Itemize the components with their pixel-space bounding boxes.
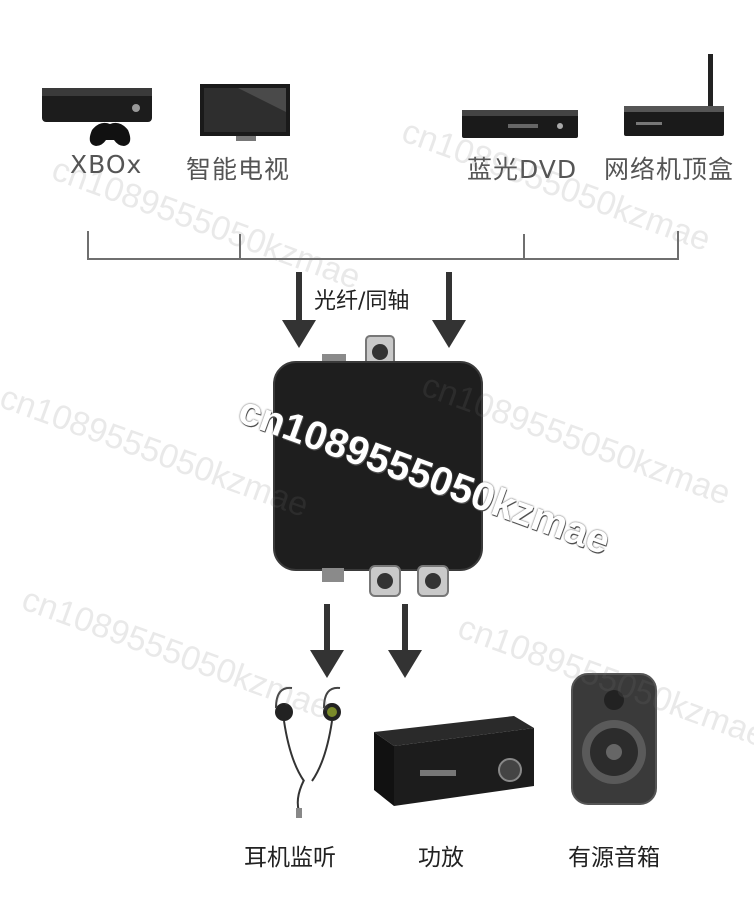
active-speaker-icon <box>571 673 657 805</box>
amplifier-icon <box>374 716 534 806</box>
source-label-xbox: XBOx <box>70 150 143 179</box>
network-set-top-box-icon <box>624 54 724 136</box>
smart-tv-icon <box>200 84 290 141</box>
output-label-active-speaker: 有源音箱 <box>568 845 660 871</box>
source-label-bluray-dvd: 蓝光DVD <box>467 155 578 184</box>
output-label-amplifier: 功放 <box>418 845 464 871</box>
watermark-text: cn1089555050kzmae <box>17 580 336 727</box>
input-type-label: 光纤/同轴 <box>314 289 410 314</box>
xbox-console-icon <box>42 88 152 146</box>
output-arrow-right <box>388 604 422 678</box>
audio-converter-box <box>273 335 483 597</box>
source-label-smart-tv: 智能电视 <box>186 155 291 184</box>
earphones-icon <box>275 686 341 818</box>
source-label-set-top-box: 网络机顶盒 <box>604 155 735 184</box>
bluray-dvd-player-icon <box>462 110 578 138</box>
input-arrow-left <box>282 272 316 348</box>
input-arrow-right <box>432 272 466 348</box>
source-bracket-line <box>87 231 679 260</box>
output-arrow-left <box>310 604 344 678</box>
output-label-earphones: 耳机监听 <box>244 845 336 871</box>
